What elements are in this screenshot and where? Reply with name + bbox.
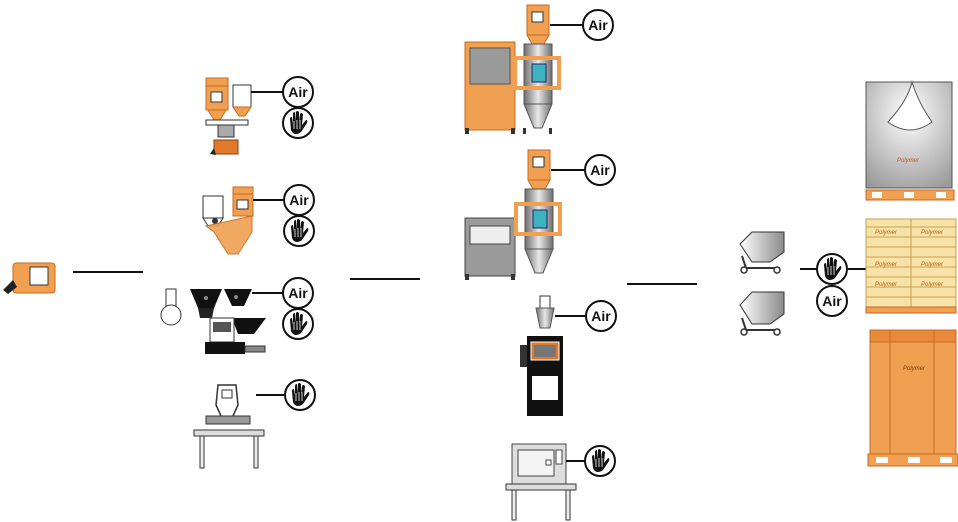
connector-lines (73, 271, 697, 285)
hand-icon[interactable] (816, 253, 848, 285)
sack-label: Polymer (875, 262, 898, 268)
sack-label: Polymer (921, 230, 944, 236)
air-badge-7[interactable]: Air (816, 285, 848, 317)
hand-icon[interactable] (282, 107, 314, 139)
black-dryer-cabinet[interactable] (520, 295, 586, 416)
dual-loader-unit-1[interactable] (205, 77, 283, 155)
gravimetric-blender[interactable] (160, 288, 283, 354)
air-label: Air (588, 17, 608, 33)
dryer-grey-cabinet[interactable] (464, 149, 586, 280)
air-label: Air (591, 308, 611, 324)
sack-label: Polymer (875, 282, 898, 288)
big-bag-container[interactable]: Polymer (865, 80, 955, 201)
air-badge-3[interactable]: Air (282, 277, 314, 309)
air-label: Air (590, 162, 610, 178)
air-badge-6[interactable]: Air (585, 300, 617, 332)
hopper-cart-2[interactable] (739, 291, 785, 336)
air-badge-4[interactable]: Air (582, 9, 614, 41)
air-badge-1[interactable]: Air (282, 76, 314, 108)
octabin-label: Polymer (903, 366, 926, 372)
air-label: Air (288, 84, 308, 100)
air-badge-2[interactable]: Air (283, 184, 315, 216)
hand-icon[interactable] (284, 379, 316, 411)
hopper-cart-1[interactable] (739, 231, 785, 274)
sack-label: Polymer (875, 230, 898, 236)
big-bag-label: Polymer (897, 158, 920, 164)
octabin-container[interactable]: Polymer (867, 329, 958, 467)
hand-icon[interactable] (283, 215, 315, 247)
air-label: Air (288, 285, 308, 301)
source-receiver-icon[interactable] (3, 262, 56, 294)
dual-loader-unit-2[interactable] (202, 186, 283, 255)
sack-pallet[interactable]: Polymer Polymer Polymer Polymer Polymer … (865, 218, 957, 314)
sack-label: Polymer (921, 282, 944, 288)
air-label: Air (289, 192, 309, 208)
hand-icon[interactable] (584, 445, 616, 477)
hand-icon[interactable] (282, 308, 314, 340)
air-label: Air (822, 293, 842, 309)
oven-on-table[interactable] (505, 443, 585, 521)
weighing-scale-table[interactable] (193, 384, 284, 469)
sack-label: Polymer (921, 262, 944, 268)
dryer-orange-cabinet[interactable] (464, 4, 584, 134)
air-badge-5[interactable]: Air (584, 154, 616, 186)
